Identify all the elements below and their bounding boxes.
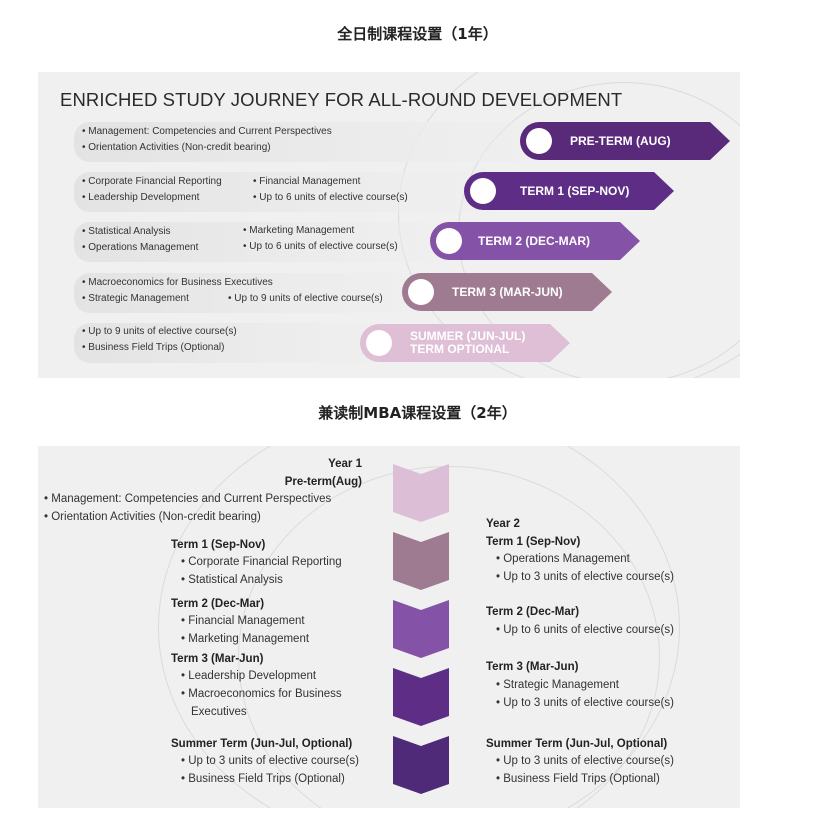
course-item: Up to 9 units of elective course(s) [228, 293, 382, 304]
term-label: Summer Term (Jun-Jul, Optional) [171, 738, 353, 750]
course-item: Management: Competencies and Current Per… [82, 126, 331, 137]
course-item: Marketing Management [181, 633, 309, 645]
parttime-panel: Year 1 Pre-term(Aug) Management: Compete… [38, 446, 740, 808]
course-item: Business Field Trips (Optional) [181, 773, 345, 785]
course-item: Operations Management [82, 242, 198, 253]
term-label: Term 2 (Dec-Mar) [171, 598, 265, 610]
course-item: Up to 6 units of elective course(s) [496, 624, 674, 636]
course-item: Strategic Management [82, 293, 189, 304]
course-item: Marketing Management [243, 225, 354, 236]
course-item: Up to 3 units of elective course(s) [496, 571, 674, 583]
course-item: Statistical Analysis [181, 574, 283, 586]
course-item: Statistical Analysis [82, 226, 170, 237]
term-label: Term 1 (Sep-Nov) [171, 539, 266, 551]
term-circle-icon [408, 279, 434, 305]
term-label: TERM 3 (MAR-JUN) [452, 285, 563, 299]
term-arrow-term-2: TERM 2 (DEC-MAR) [430, 222, 640, 260]
chevron-summer [393, 736, 449, 794]
background-swirl [158, 446, 680, 808]
course-item: Orientation Activities (Non-credit beari… [44, 511, 261, 523]
course-item: Macroeconomics for Business Executives [82, 277, 273, 288]
journey-title: ENRICHED STUDY JOURNEY FOR ALL-ROUND DEV… [60, 89, 623, 110]
term-label: Summer Term (Jun-Jul, Optional) [486, 738, 668, 750]
term-label: Term 1 (Sep-Nov) [486, 536, 581, 548]
term-label-line1: SUMMER (JUN-JUL) [410, 329, 526, 343]
course-item: Leadership Development [82, 192, 199, 203]
term-label: SUMMER (JUN-JUL) TERM OPTIONAL [410, 330, 525, 356]
course-item: Up to 6 units of elective course(s) [253, 192, 407, 203]
course-item: Corporate Financial Reporting [181, 556, 341, 568]
course-item: Corporate Financial Reporting [82, 176, 221, 187]
course-item: Orientation Activities (Non-credit beari… [82, 142, 270, 153]
term-label-line2: TERM OPTIONAL [410, 342, 510, 356]
term-label: TERM 2 (DEC-MAR) [478, 234, 590, 248]
course-item: Operations Management [496, 553, 630, 565]
preterm-label: Pre-term(Aug) [284, 476, 362, 488]
term-arrow-term-1: TERM 1 (SEP-NOV) [464, 172, 674, 210]
study-journey-panel: ENRICHED STUDY JOURNEY FOR ALL-ROUND DEV… [38, 72, 740, 378]
course-item: Up to 3 units of elective course(s) [496, 755, 674, 767]
term-label: Term 3 (Mar-Jun) [486, 661, 579, 673]
term-circle-icon [526, 128, 552, 154]
term-label: Term 2 (Dec-Mar) [486, 606, 580, 618]
course-item: Up to 9 units of elective course(s) [82, 326, 236, 337]
course-item: Leadership Development [181, 670, 316, 682]
term-label: Term 3 (Mar-Jun) [171, 653, 264, 665]
term-circle-icon [366, 330, 392, 356]
course-item-continued: Executives [191, 706, 247, 718]
chevron-term-3 [393, 668, 449, 726]
chevron-column [393, 464, 449, 794]
term-circle-icon [470, 178, 496, 204]
term-arrow-pre-term: PRE-TERM (AUG) [520, 122, 730, 160]
term-arrow-term-3: TERM 3 (MAR-JUN) [402, 273, 612, 311]
course-item: Financial Management [181, 615, 304, 627]
course-item: Up to 6 units of elective course(s) [243, 241, 397, 252]
chevron-pre-term [393, 464, 449, 522]
term-circle-icon [436, 228, 462, 254]
course-item: Up to 3 units of elective course(s) [181, 755, 359, 767]
course-item: Management: Competencies and Current Per… [44, 493, 331, 505]
fulltime-heading: 全日制课程设置（1年） [337, 25, 498, 43]
chevron-term-1 [393, 532, 449, 590]
course-item: Financial Management [253, 176, 360, 187]
year-1-label: Year 1 [328, 458, 362, 470]
term-label: TERM 1 (SEP-NOV) [520, 184, 630, 198]
course-item: Business Field Trips (Optional) [496, 773, 660, 785]
term-label: PRE-TERM (AUG) [570, 134, 671, 148]
course-item: Business Field Trips (Optional) [82, 342, 224, 353]
parttime-heading: 兼读制MBA课程设置（2年） [318, 404, 517, 422]
chevron-term-2 [393, 600, 449, 658]
year-2-label: Year 2 [486, 518, 520, 530]
course-item: Strategic Management [496, 679, 619, 691]
term-arrow-summer: SUMMER (JUN-JUL) TERM OPTIONAL [360, 324, 570, 362]
course-item: Macroeconomics for Business [181, 688, 341, 700]
course-item: Up to 3 units of elective course(s) [496, 697, 674, 709]
